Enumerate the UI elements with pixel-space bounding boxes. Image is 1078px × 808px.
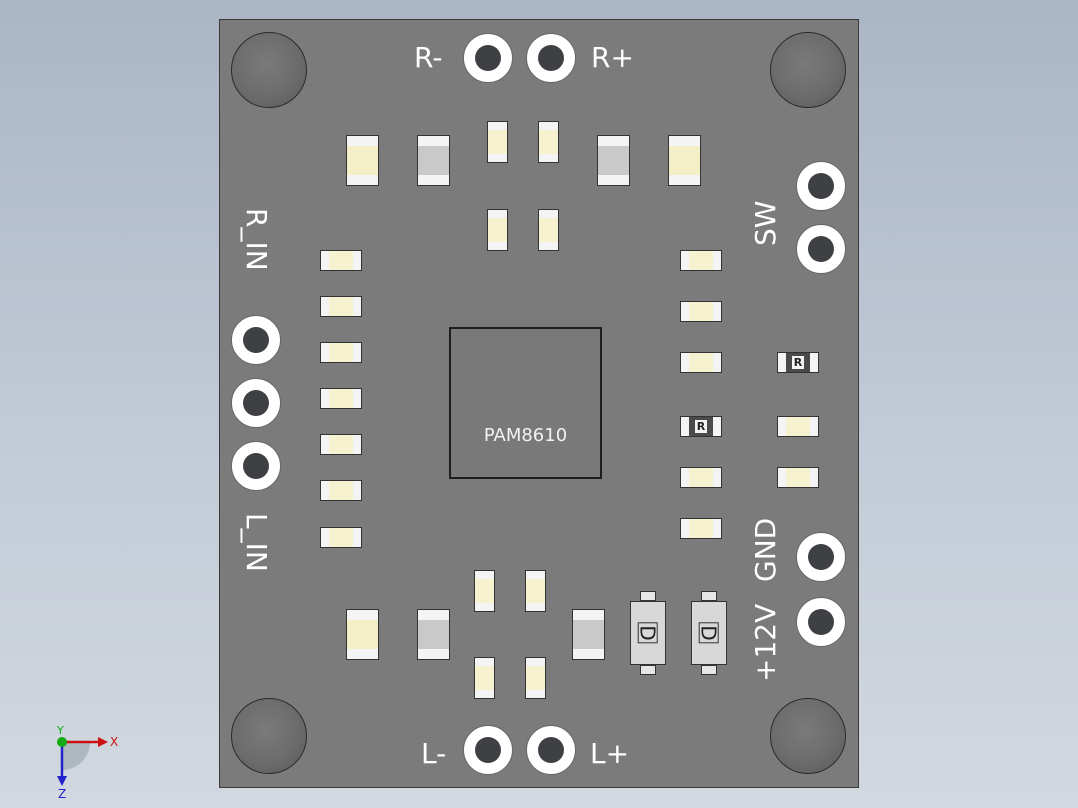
resistor-mark: R: [791, 356, 805, 369]
resistor[interactable]: [487, 209, 508, 251]
capacitor[interactable]: [417, 135, 450, 186]
pad-r-plus[interactable]: [526, 33, 576, 83]
diode[interactable]: D: [691, 601, 727, 665]
label-l-in: L_IN: [240, 513, 273, 572]
pad-12v[interactable]: [796, 597, 846, 647]
resistor[interactable]: [525, 570, 546, 612]
resistor[interactable]: [320, 342, 362, 363]
resistor[interactable]: [680, 467, 722, 488]
capacitor[interactable]: [346, 609, 379, 660]
resistor[interactable]: [777, 416, 819, 437]
diode-mark: D: [697, 622, 721, 644]
pad-r-minus[interactable]: [463, 33, 513, 83]
resistor[interactable]: [320, 527, 362, 548]
resistor[interactable]: [680, 301, 722, 322]
mounting-hole-top-left: [231, 32, 307, 108]
resistor[interactable]: [320, 388, 362, 409]
pad-sw-1[interactable]: [796, 161, 846, 211]
triad-y-label: Y: [56, 724, 64, 737]
diode-lead: [701, 591, 717, 601]
diode-lead: [640, 591, 656, 601]
capacitor[interactable]: [572, 609, 605, 660]
label-l-plus: L+: [590, 737, 630, 770]
resistor[interactable]: [320, 250, 362, 271]
mounting-hole-bottom-right: [770, 698, 846, 774]
resistor-marked[interactable]: R: [680, 416, 722, 437]
resistor[interactable]: [320, 480, 362, 501]
pad-sw-2[interactable]: [796, 224, 846, 274]
resistor[interactable]: [680, 250, 722, 271]
label-r-minus: R-: [414, 41, 443, 74]
triad-x-label: X: [110, 735, 118, 749]
capacitor[interactable]: [597, 135, 630, 186]
y-axis-dot: [57, 737, 67, 747]
pam8610-chip[interactable]: PAM8610: [449, 327, 602, 479]
x-arrow-head: [98, 737, 108, 747]
capacitor[interactable]: [668, 135, 701, 186]
pad-gnd[interactable]: [796, 532, 846, 582]
resistor-mark: R: [694, 420, 708, 433]
capacitor[interactable]: [417, 609, 450, 660]
triad-z-label: Z: [58, 787, 66, 800]
resistor-marked[interactable]: R: [777, 352, 819, 373]
pad-input-1[interactable]: [231, 315, 281, 365]
pad-l-minus[interactable]: [463, 725, 513, 775]
pad-l-plus[interactable]: [526, 725, 576, 775]
resistor[interactable]: [538, 209, 559, 251]
resistor[interactable]: [680, 518, 722, 539]
pad-input-2[interactable]: [231, 378, 281, 428]
label-r-plus: R+: [591, 41, 634, 74]
resistor[interactable]: [320, 434, 362, 455]
diode-lead: [701, 665, 717, 675]
chip-label: PAM8610: [483, 425, 568, 446]
resistor[interactable]: [538, 121, 559, 163]
diode-mark: D: [636, 622, 660, 644]
resistor[interactable]: [777, 467, 819, 488]
pad-input-3[interactable]: [231, 441, 281, 491]
resistor[interactable]: [320, 296, 362, 317]
label-l-minus: L-: [421, 737, 447, 770]
capacitor[interactable]: [346, 135, 379, 186]
resistor[interactable]: [474, 570, 495, 612]
label-gnd: GND: [749, 517, 782, 582]
resistor[interactable]: [474, 657, 495, 699]
axis-triad: X Y Z: [56, 724, 118, 800]
mounting-hole-bottom-left: [231, 698, 307, 774]
mounting-hole-top-right: [770, 32, 846, 108]
resistor[interactable]: [680, 352, 722, 373]
label-r-in: R_IN: [240, 208, 273, 271]
diode[interactable]: D: [630, 601, 666, 665]
label-sw: SW: [749, 200, 782, 246]
resistor[interactable]: [487, 121, 508, 163]
z-arrow-head: [57, 776, 67, 786]
triad-shadow: [62, 742, 90, 770]
label-12v: +12V: [749, 603, 782, 682]
diode-lead: [640, 665, 656, 675]
resistor[interactable]: [525, 657, 546, 699]
